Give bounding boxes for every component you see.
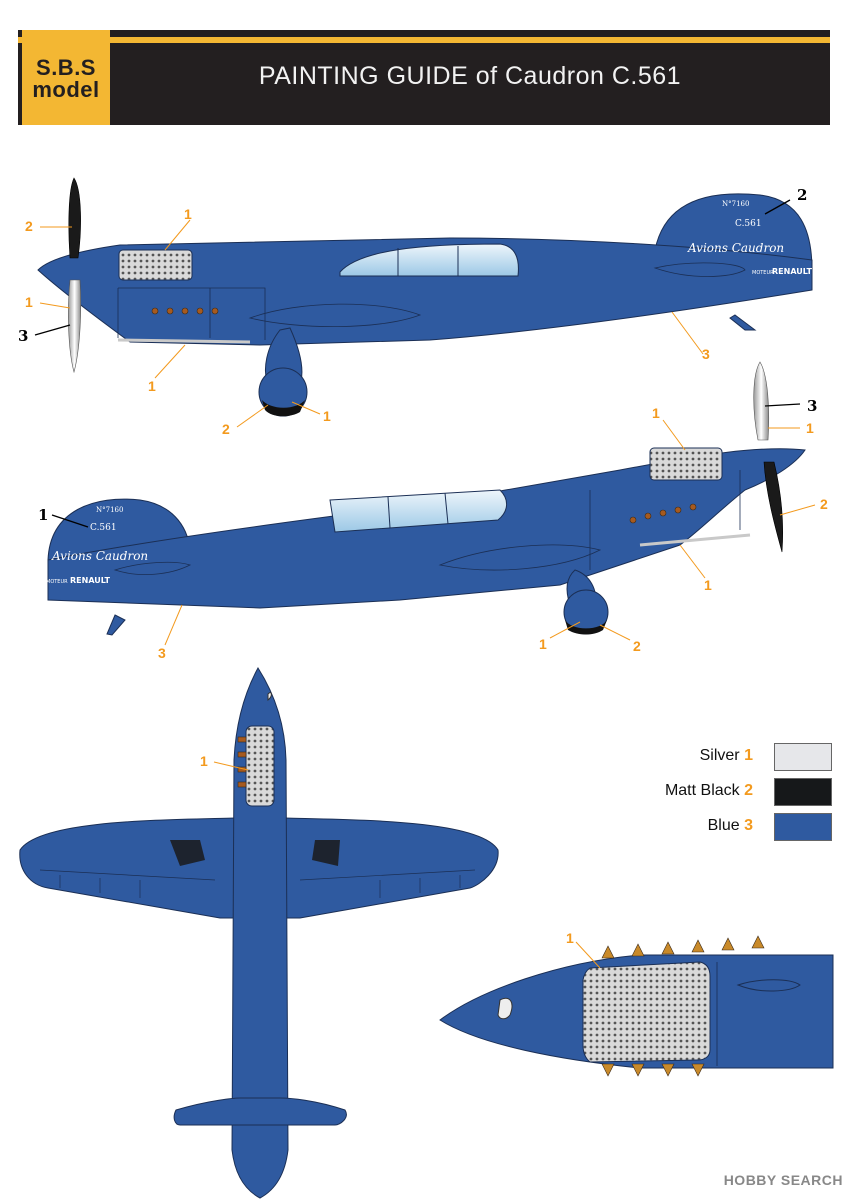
logo-line-1: S.B.S — [36, 55, 96, 80]
callout-number: 2 — [633, 638, 641, 654]
callout-number: 2 — [222, 421, 230, 437]
marking-script: Avions Caudron — [51, 549, 148, 563]
marking-engine-small: MOTEUR — [46, 579, 68, 585]
swatch-silver — [774, 743, 832, 771]
callout-number: 1 — [539, 636, 547, 652]
propeller-upper-black — [68, 177, 81, 259]
legend-label: Blue — [707, 817, 740, 834]
callout-number: 1 — [704, 577, 712, 593]
marking-engine-small: MOTEUR — [752, 270, 774, 276]
callout-number: 1 — [200, 753, 208, 769]
callout-number: 2 — [797, 186, 808, 204]
swatch-matt-black — [774, 778, 832, 806]
callout-number: 3 — [702, 346, 710, 362]
exhaust-panel-silver — [649, 447, 723, 481]
propeller-lower-silver — [68, 279, 82, 374]
callout-number: 1 — [38, 506, 49, 524]
marking-script: Avions Caudron — [687, 241, 784, 255]
exhaust-panel-silver — [245, 725, 275, 807]
callout-number: 3 — [18, 327, 29, 345]
marking-type: C.561 — [90, 523, 117, 533]
callout-number: 1 — [652, 405, 660, 421]
exhaust-panel-silver — [118, 249, 193, 281]
brand-logo — [22, 30, 110, 125]
callout-number: 2 — [820, 496, 828, 512]
exhaust-panel-silver — [582, 961, 711, 1063]
callout-number: 1 — [184, 206, 192, 222]
legend-number: 2 — [744, 782, 753, 799]
marking-registration: N°7160 — [722, 200, 749, 208]
nose-detail — [439, 935, 834, 1077]
top-view — [19, 667, 499, 1199]
legend-item-blue: Blue 3 — [593, 817, 753, 835]
marking-engine: RENAULT — [70, 576, 111, 585]
callout-number: 3 — [807, 397, 818, 415]
watermark: HOBBY SEARCH — [723, 1172, 843, 1188]
side-view-left: N°7160 C.561 Avions Caudron MOTEUR RENAU… — [34, 177, 813, 428]
fuselage — [37, 237, 813, 346]
callout-number: 3 — [158, 645, 166, 661]
callout-number: 1 — [323, 408, 331, 424]
logo-line-2: model — [32, 77, 100, 102]
page-title: PAINTING GUIDE of Caudron C.561 — [258, 62, 682, 90]
legend-label: Silver — [699, 747, 740, 764]
legend-number: 1 — [744, 747, 753, 764]
header-accent-stripe — [18, 37, 830, 43]
callout-number: 1 — [25, 294, 33, 310]
callout-number: 1 — [148, 378, 156, 394]
tailplane — [173, 1097, 347, 1126]
fuselage — [47, 448, 806, 609]
callout-number: 1 — [806, 420, 814, 436]
legend-label: Matt Black — [664, 782, 740, 799]
swatch-blue — [774, 813, 832, 841]
callout-number: 2 — [25, 218, 33, 234]
legend-item-matt-black: Matt Black 2 — [593, 782, 753, 800]
marking-type: C.561 — [735, 219, 762, 229]
legend-number: 3 — [744, 817, 753, 834]
header-bar — [18, 30, 830, 125]
marking-registration: N°7160 — [96, 506, 123, 514]
legend-item-silver: Silver 1 — [593, 747, 753, 765]
canopy — [329, 489, 507, 533]
marking-engine: RENAULT — [772, 267, 813, 276]
canopy — [339, 243, 519, 277]
propeller-upper-silver — [753, 361, 770, 441]
callout-number: 1 — [566, 930, 574, 946]
brand-logo-text: S.B.S model — [24, 57, 108, 101]
side-view-right: N°7160 C.561 Avions Caudron MOTEUR RENAU… — [46, 361, 816, 646]
propeller-lower-black — [763, 461, 784, 553]
